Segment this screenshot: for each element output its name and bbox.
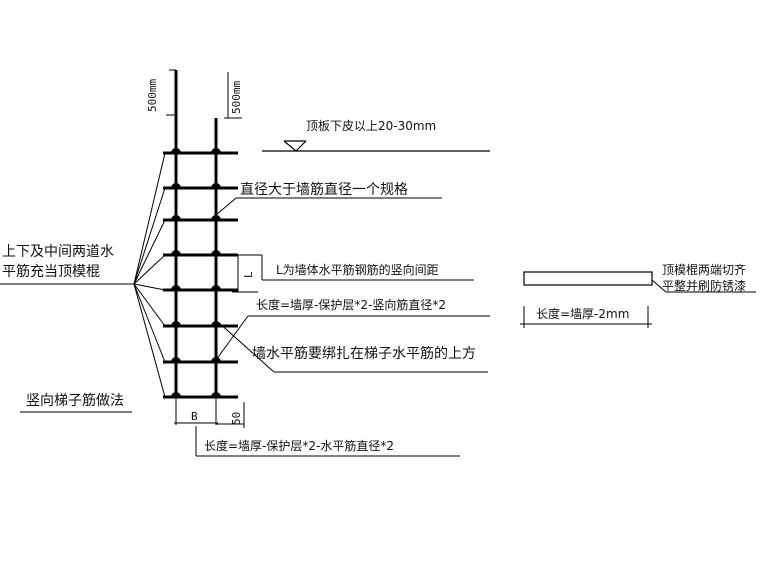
rung-diameter-text: 直径大于墙筋直径一个规格 [240,181,408,198]
width-marker-label: B [191,410,198,423]
bottom-length-leader [195,426,460,457]
right-note-line1: 顶模棍两端切齐 [662,262,746,277]
rung-weld-mark [211,148,221,153]
top-elevation-marker [262,140,490,152]
rung-weld-mark [211,392,221,397]
leader-line [133,187,166,285]
leader-line [133,283,166,398]
top-note-line2: 平筋充当顶模棍 [2,263,100,280]
rung-diameter-leader [215,197,442,216]
rung-weld-mark [211,250,221,255]
top-right-dimension [224,72,242,119]
top-left-dimension [166,69,176,116]
tie-note-text: 墙水平筋要绑扎在梯子水平筋的上方 [252,345,476,362]
tie-note-leader [217,321,488,373]
top-left-dimension-label: 500mm [146,79,159,112]
rung-weld-marks [171,148,221,397]
rung-weld-mark [171,250,181,255]
rung-weld-mark [171,392,181,397]
leader-line [133,152,166,285]
leader-line [133,283,166,291]
spacing-marker-label: L [242,271,255,278]
rung-weld-mark [211,183,221,188]
top-elevation-text: 顶板下皮以上20-30mm [306,119,436,133]
method-title: 竖向梯子筋做法 [26,392,124,409]
top-note-leader-fan [133,152,166,398]
bottom-width-dimension [174,398,218,425]
rung-weld-mark [171,285,181,290]
top-form-bar [523,271,653,286]
top-right-dimension-label: 500mm [230,81,243,114]
bottom-extension-dimension [216,402,245,428]
vertical-length-leader [215,315,490,361]
rung-weld-mark [171,321,181,326]
rung-weld-mark [171,148,181,153]
leader-line [133,219,166,285]
leader-line [133,283,166,363]
top-form-length-dimension [520,306,652,328]
spacing-bracket [232,254,474,293]
bottom-length-text: 长度=墙厚-保护层*2-水平筋直径*2 [204,438,394,453]
rung-weld-mark [171,183,181,188]
rung-weld-mark [211,285,221,290]
top-form-bar-leader [651,279,756,293]
leader-line [133,283,166,327]
right-note-line2: 平整并刷防锈漆 [662,278,746,293]
rung-weld-mark [211,215,221,220]
ladder-vertical-bars [174,70,218,398]
top-form-length-text: 长度=墙厚-2mm [536,306,629,321]
leader-line [133,254,166,285]
bottom-extension-label: 50 [230,412,243,425]
vertical-length-text: 长度=墙厚-保护层*2-竖向筋直径*2 [256,297,446,312]
spacing-note-text: L为墙体水平筋钢筋的竖向间距 [276,262,439,277]
rung-weld-mark [171,215,181,220]
rung-weld-mark [171,357,181,362]
top-note-line1: 上下及中间两道水 [2,244,114,260]
